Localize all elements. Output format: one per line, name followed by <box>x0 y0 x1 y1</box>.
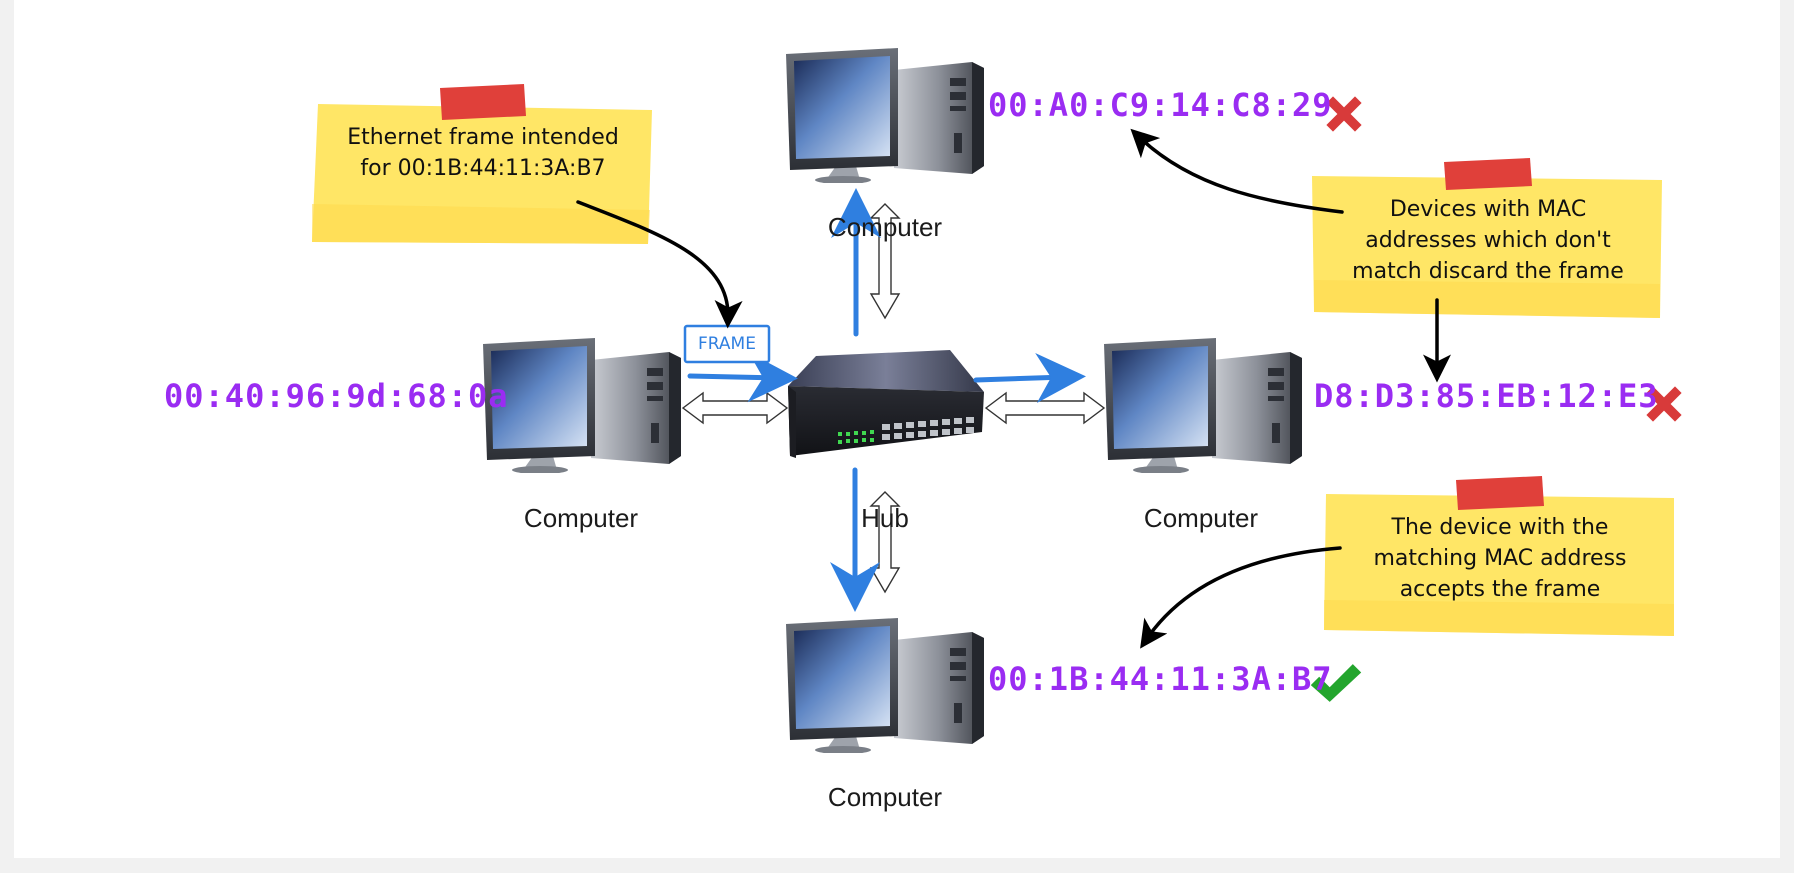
sticky-note-frame-intended <box>312 84 652 244</box>
computer-bottom-icon <box>786 618 984 753</box>
note-frame-intended-text: Ethernet frame intended for 00:1B:44:11:… <box>318 122 648 184</box>
mac-address-top: 00:A0:C9:14:C8:29 <box>988 86 1333 124</box>
computer-left-label: Computer <box>523 503 639 533</box>
mac-address-right: D8:D3:85:EB:12:E3 <box>1314 377 1659 415</box>
computer-bottom-label: Computer <box>827 782 943 812</box>
hub-switch-icon <box>788 350 984 458</box>
note-line: for 00:1B:44:11:3A:B7 <box>360 156 606 181</box>
note-line: matching MAC address <box>1373 546 1627 571</box>
note-line: The device with the <box>1391 515 1609 540</box>
link-hub-bottom <box>869 491 901 594</box>
tape-strip <box>440 84 526 120</box>
computer-right-label: Computer <box>1143 503 1259 533</box>
tape-strip <box>1444 158 1532 190</box>
frame-flow-hub-to-right-arrow <box>973 353 1086 403</box>
computer-left-icon <box>483 338 681 473</box>
mac-address-left: 00:40:96:9d:68:0a <box>164 377 509 415</box>
mac-address-bottom: 00:1B:44:11:3A:B7 <box>988 660 1333 698</box>
note-line: accepts the frame <box>1399 577 1601 602</box>
note-accept-text: The device with the matching MAC address… <box>1326 512 1674 605</box>
note-line: addresses which don't <box>1365 228 1611 253</box>
hub-label: Hub <box>861 503 909 533</box>
computer-top-icon <box>786 48 984 183</box>
note-line: match discard the frame <box>1352 259 1624 284</box>
link-hub-right <box>984 391 1106 425</box>
tape-strip <box>1456 476 1544 510</box>
sticky-note-discard <box>1312 158 1662 318</box>
frame-tag-label: FRAME <box>698 334 756 354</box>
annotation-arrow-frame-intended <box>576 200 743 329</box>
frame-flow-left-to-hub-arrow <box>687 352 798 403</box>
computer-right-icon <box>1104 338 1302 473</box>
annotation-arrow-accept <box>1140 546 1342 649</box>
note-line: Ethernet frame intended <box>347 125 619 150</box>
computer-top-label: Computer <box>827 212 943 242</box>
annotation-arrow-discard-top <box>1130 128 1344 214</box>
note-line: Devices with MAC <box>1389 197 1587 222</box>
link-left-hub <box>681 391 789 425</box>
note-discard-text: Devices with MAC addresses which don't m… <box>1316 194 1660 287</box>
sticky-note-accept <box>1324 476 1674 636</box>
